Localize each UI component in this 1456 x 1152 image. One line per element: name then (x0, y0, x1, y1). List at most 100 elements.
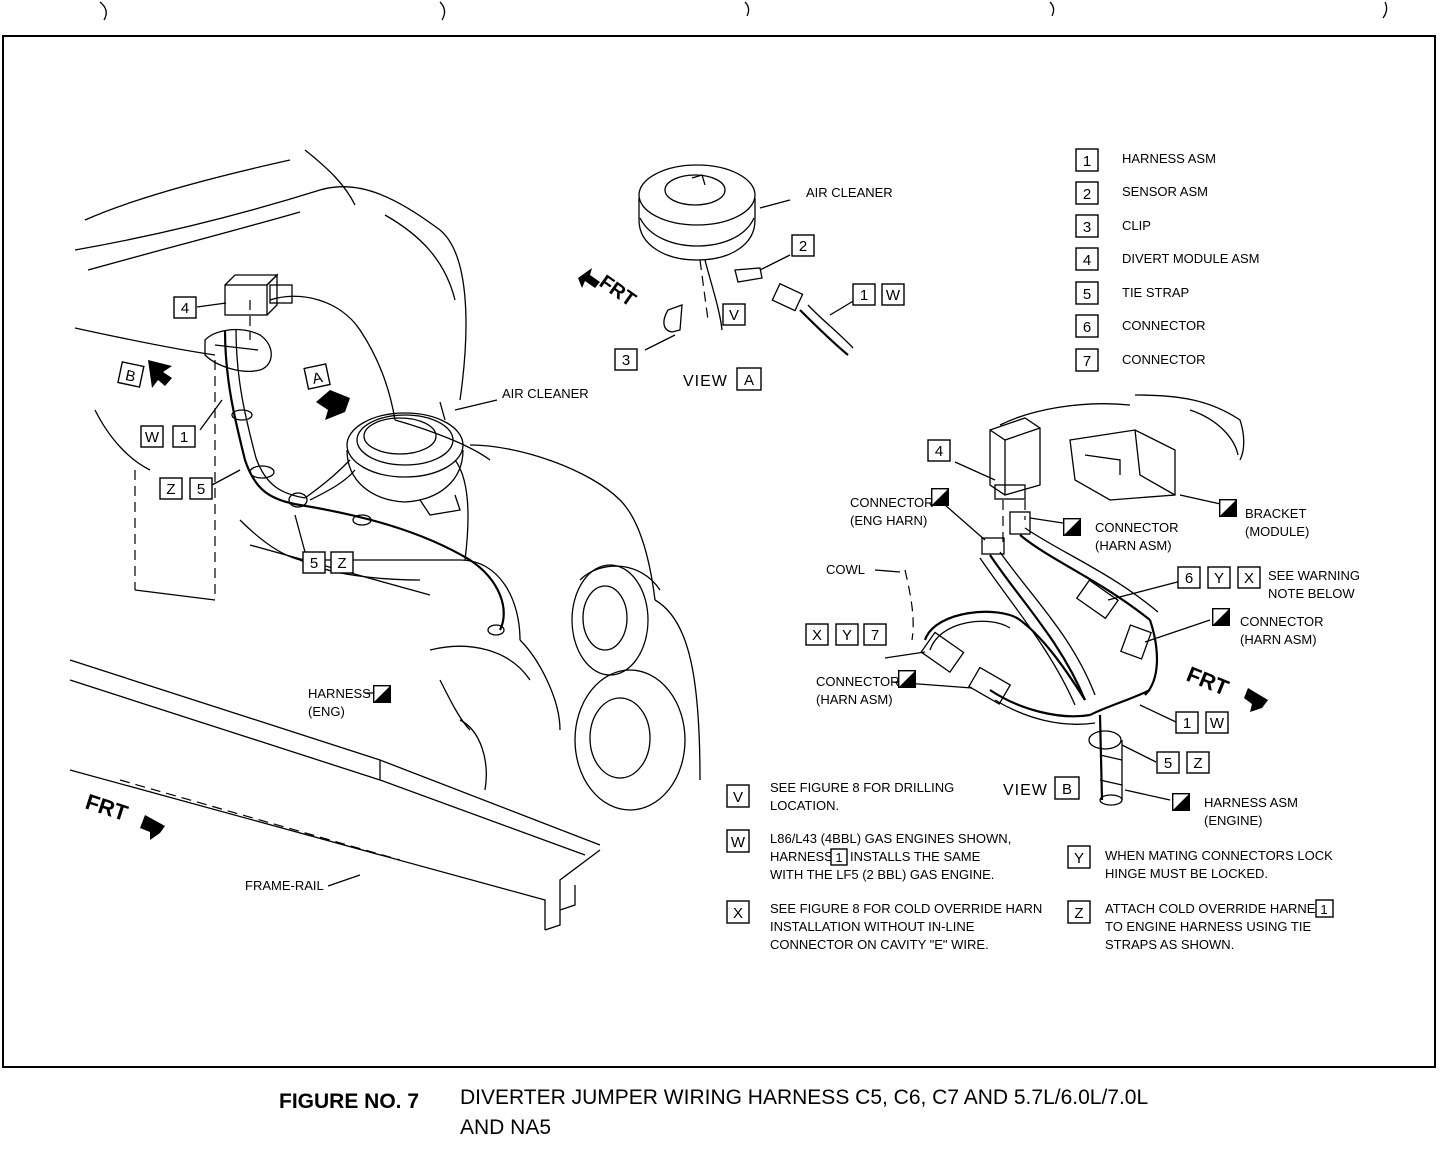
svg-text:W: W (145, 429, 160, 446)
svg-text:CLIP: CLIP (1122, 218, 1151, 233)
note-v: V SEE FIGURE 8 FOR DRILLING LOCATION. (726, 780, 954, 813)
figure-caption: FIGURE NO. 7 DIVERTER JUMPER WIRING HARN… (279, 1086, 1148, 1139)
svg-text:HARNESS: HARNESS (308, 686, 371, 701)
note-y: Y WHEN MATING CONNECTORS LOCK HINGE MUST… (1067, 845, 1333, 881)
svg-text:(HARN ASM): (HARN ASM) (1095, 538, 1172, 553)
legend-item: 1 HARNESS ASM (1075, 148, 1216, 172)
svg-text:1: 1 (180, 429, 188, 446)
svg-text:SEE WARNING: SEE WARNING (1268, 568, 1360, 583)
svg-text:Z: Z (1074, 905, 1083, 922)
svg-text:CONNECTOR: CONNECTOR (850, 495, 934, 510)
note-w: W L86/L43 (4BBL) GAS ENGINES SHOWN, HARN… (726, 829, 1011, 882)
svg-text:CONNECTOR: CONNECTOR (1122, 352, 1206, 367)
svg-text:AIR CLEANER: AIR CLEANER (806, 185, 893, 200)
legend-item: 6 CONNECTOR (1075, 314, 1206, 338)
svg-text:CONNECTOR: CONNECTOR (1240, 614, 1324, 629)
svg-text:W: W (1210, 715, 1225, 732)
svg-text:4: 4 (935, 443, 943, 460)
svg-text:W: W (731, 834, 746, 851)
labels: AIR CLEANER AIR CLEANER VIEW VIEW HARNES… (245, 185, 1360, 893)
legend: 1 HARNESS ASM 2 SENSOR ASM 3 CLIP 4 DIVE… (1075, 148, 1260, 372)
svg-text:(ENGINE): (ENGINE) (1204, 813, 1263, 828)
svg-text:A: A (744, 372, 754, 389)
svg-text:SENSOR ASM: SENSOR ASM (1122, 184, 1208, 199)
svg-text:STRAPS AS SHOWN.: STRAPS AS SHOWN. (1105, 937, 1234, 952)
svg-text:1: 1 (1320, 902, 1327, 917)
scan-marks (99, 1, 1388, 21)
svg-text:(HARN ASM): (HARN ASM) (816, 692, 893, 707)
legend-item: 7 CONNECTOR (1075, 348, 1206, 372)
svg-text:5: 5 (197, 481, 205, 498)
svg-text:TO ENGINE HARNESS USING TIE: TO ENGINE HARNESS USING TIE (1105, 919, 1311, 934)
svg-text:5: 5 (1164, 755, 1172, 772)
svg-text:WHEN MATING CONNECTORS LOCK: WHEN MATING CONNECTORS LOCK (1105, 848, 1333, 863)
svg-text:2: 2 (1083, 186, 1091, 203)
svg-text:CONNECTOR: CONNECTOR (1095, 520, 1179, 535)
svg-text:V: V (729, 307, 739, 324)
frt-arrow-view-a: FRT (578, 268, 640, 311)
svg-text:Y: Y (1074, 850, 1084, 867)
svg-text:INSTALLATION WITHOUT IN-LINE: INSTALLATION WITHOUT IN-LINE (770, 919, 975, 934)
figure-title-line2: AND NA5 (460, 1116, 551, 1139)
svg-text:2: 2 (799, 238, 807, 255)
svg-text:LOCATION.: LOCATION. (770, 798, 839, 813)
svg-text:SEE FIGURE 8 FOR COLD OVERRIDE: SEE FIGURE 8 FOR COLD OVERRIDE HARN (770, 901, 1042, 916)
svg-text:TIE STRAP: TIE STRAP (1122, 285, 1189, 300)
svg-text:SEE FIGURE 8 FOR DRILLING: SEE FIGURE 8 FOR DRILLING (770, 780, 954, 795)
callouts: 4 B A W 1 Z 5 5 Z 2 1 W V 3 A 4 6 Y X X … (117, 234, 1261, 800)
svg-text:A: A (311, 369, 324, 388)
svg-text:X: X (733, 905, 743, 922)
frt-label: FRT (595, 271, 639, 311)
svg-text:CONNECTOR ON CAVITY "E" WIRE.: CONNECTOR ON CAVITY "E" WIRE. (770, 937, 989, 952)
svg-text:X: X (1244, 570, 1254, 587)
svg-text:B: B (1062, 781, 1072, 798)
connector-markers (373, 488, 1237, 811)
svg-text:V: V (733, 789, 743, 806)
svg-text:COWL: COWL (826, 562, 865, 577)
view-b-illustration (874, 394, 1245, 806)
svg-text:4: 4 (1083, 252, 1091, 269)
svg-text:6: 6 (1083, 319, 1091, 336)
engine-bay-illustration (69, 149, 701, 931)
svg-text:7: 7 (871, 627, 879, 644)
svg-text:INSTALLS THE SAME: INSTALLS THE SAME (850, 849, 981, 864)
view-a-illustration (638, 164, 856, 356)
svg-text:7: 7 (1083, 353, 1091, 370)
svg-text:HINGE MUST BE LOCKED.: HINGE MUST BE LOCKED. (1105, 866, 1268, 881)
note-z: Z ATTACH COLD OVERRIDE HARNESS 1 TO ENGI… (1067, 899, 1334, 952)
svg-text:5: 5 (310, 555, 318, 572)
svg-text:(MODULE): (MODULE) (1245, 524, 1309, 539)
svg-text:AIR CLEANER: AIR CLEANER (502, 386, 589, 401)
arrow-b (148, 360, 172, 388)
svg-text:Y: Y (842, 627, 852, 644)
svg-text:Z: Z (166, 481, 175, 498)
svg-text:FRT: FRT (1183, 661, 1233, 700)
arrow-a (316, 390, 350, 420)
svg-text:DIVERT MODULE ASM: DIVERT MODULE ASM (1122, 251, 1260, 266)
legend-item: 3 CLIP (1075, 214, 1151, 238)
note-x: X SEE FIGURE 8 FOR COLD OVERRIDE HARN IN… (726, 900, 1042, 952)
svg-text:(HARN ASM): (HARN ASM) (1240, 632, 1317, 647)
svg-text:1: 1 (1083, 153, 1091, 170)
legend-item: 5 TIE STRAP (1075, 281, 1189, 305)
svg-text:B: B (124, 367, 137, 386)
figure-title-line1: DIVERTER JUMPER WIRING HARNESS C5, C6, C… (460, 1086, 1148, 1109)
svg-text:Z: Z (1193, 755, 1202, 772)
svg-text:6: 6 (1185, 570, 1193, 587)
svg-text:ATTACH COLD OVERRIDE HARNESS: ATTACH COLD OVERRIDE HARNESS (1105, 901, 1333, 916)
figure-number: FIGURE NO. 7 (279, 1090, 419, 1113)
svg-text:FRAME-RAIL: FRAME-RAIL (245, 878, 324, 893)
svg-text:L86/L43 (4BBL) GAS ENGINES SHO: L86/L43 (4BBL) GAS ENGINES SHOWN, (770, 831, 1011, 846)
svg-text:NOTE BELOW: NOTE BELOW (1268, 586, 1355, 601)
svg-text:VIEW: VIEW (683, 373, 728, 390)
svg-text:1: 1 (860, 287, 868, 304)
svg-text:(ENG): (ENG) (308, 704, 345, 719)
figure-frame (2, 35, 1436, 1068)
svg-text:WITH THE LF5 (2 BBL) GAS ENGIN: WITH THE LF5 (2 BBL) GAS ENGINE. (770, 867, 994, 882)
svg-text:FRT: FRT (82, 789, 131, 826)
frt-arrow-view-b: FRT (1183, 661, 1268, 712)
svg-text:HARNESS ASM: HARNESS ASM (1122, 151, 1216, 166)
svg-text:Z: Z (337, 555, 346, 572)
svg-text:3: 3 (622, 352, 630, 369)
